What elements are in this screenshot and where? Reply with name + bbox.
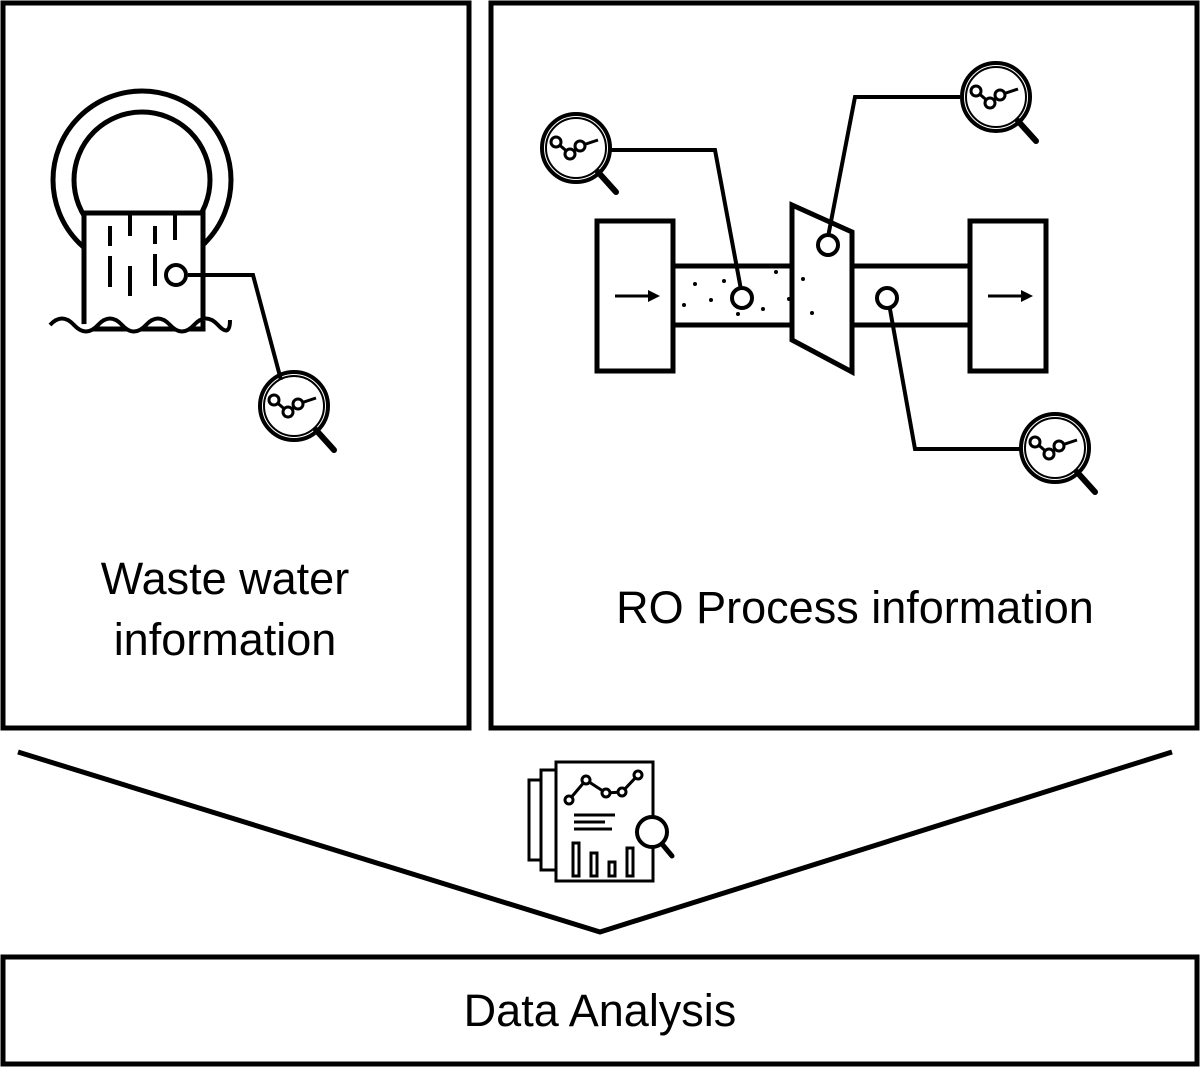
waste-water-panel (0, 0, 472, 731)
ro-process-label: RO Process information (616, 582, 1094, 633)
ro-permeate-sensor-magnifier-icon (1021, 414, 1095, 492)
waste-sensor-magnifier-icon (260, 372, 334, 450)
data-analysis-box (0, 954, 1200, 1067)
ro-membrane-sensor-magnifier-icon (962, 63, 1036, 141)
ro-process-icon (594, 95, 1049, 451)
waste-water-label: Waste water information (100, 553, 350, 665)
funnel-arrow (17, 749, 1173, 935)
ro-feed-sensor-magnifier-icon (542, 114, 616, 192)
data-report-icon (527, 760, 675, 883)
outfall-pipe-icon (48, 88, 283, 381)
data-analysis-label: Data Analysis (463, 985, 737, 1036)
ro-process-panel (488, 0, 1200, 731)
